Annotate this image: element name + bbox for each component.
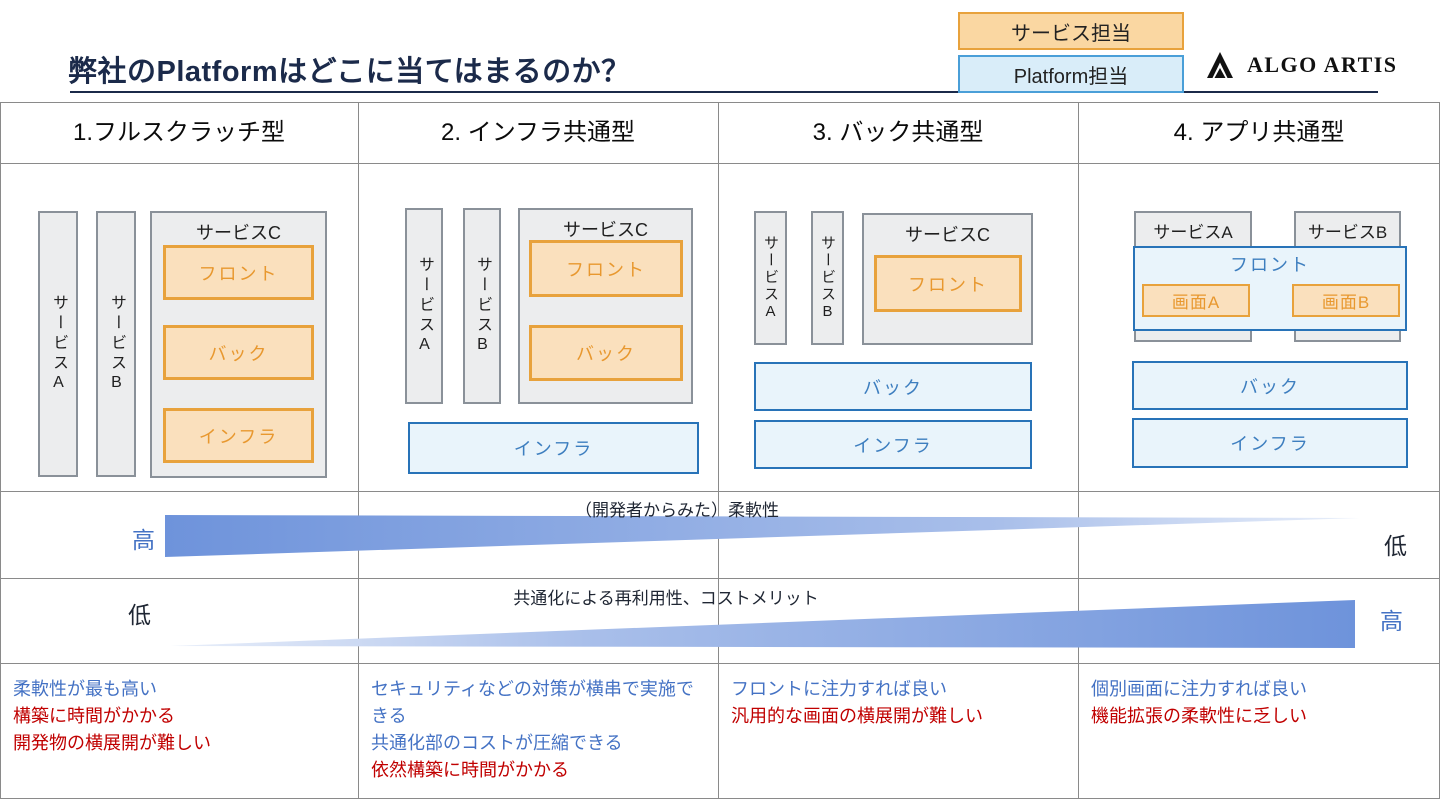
service-b-bar: サービスB: [811, 211, 844, 345]
service-a-label: サービスA: [416, 255, 433, 357]
shared-infra-box: インフラ: [408, 422, 699, 474]
back-box: バック: [163, 325, 314, 380]
service-a-label: サービスA: [762, 234, 779, 322]
service-b-label: サービスB: [474, 255, 491, 357]
note-line: 機能拡張の柔軟性に乏しい: [1091, 706, 1307, 726]
front-box: フロント: [529, 240, 683, 297]
notes-cell-back-shared: フロントに注力すれば良い 汎用的な画面の横展開が難しい: [718, 663, 1078, 798]
shared-back-box: バック: [1132, 361, 1408, 410]
column-header-infra-shared: 2. インフラ共通型: [441, 119, 635, 146]
front-label: フロント: [1230, 255, 1310, 275]
notes-cell-full-scratch: 柔軟性が最も高い 構築に時間がかかる 開発物の横展開が難しい: [0, 663, 358, 798]
note-line: 構築に時間がかかる: [13, 706, 175, 726]
screen-b-box: 画面B: [1292, 284, 1400, 317]
table-col-divider: [718, 102, 719, 799]
notes-cell-infra-shared: セキュリティなどの対策が横串で実施できる 共通化部のコストが圧縮できる 依然構築…: [358, 663, 718, 798]
front-box: フロント: [874, 255, 1022, 312]
service-a-bar: サービスA: [38, 211, 78, 477]
reuse-high-label: 高: [1380, 608, 1403, 634]
reuse-row-label: 共通化による再利用性、コストメリット: [513, 589, 819, 608]
shared-back-box: バック: [754, 362, 1032, 411]
flexibility-low-label: 低: [1384, 533, 1407, 559]
shared-infra-box: インフラ: [1132, 418, 1408, 468]
table-row-divider: [0, 163, 1440, 164]
legend-platform-label: Platform担当: [1013, 65, 1129, 88]
note-line: セキュリティなどの対策が横串で実施できる: [371, 679, 694, 726]
table-row-divider: [0, 491, 1440, 492]
shared-infra-box: インフラ: [754, 420, 1032, 469]
service-a-bar: サービスA: [754, 211, 787, 345]
legend-platform-badge: Platform担当: [958, 55, 1184, 93]
table-row-divider: [0, 578, 1440, 579]
service-a-label: サービスA: [1153, 223, 1233, 242]
note-line: 依然構築に時間がかかる: [371, 760, 569, 780]
column-header-full-scratch: 1.フルスクラッチ型: [72, 119, 285, 146]
service-a-label: サービスA: [50, 293, 67, 395]
reuse-gradient-wedge: [170, 600, 1355, 648]
legend-service-label: サービス担当: [1011, 22, 1131, 45]
table-row-divider: [0, 663, 1440, 664]
note-line: 個別画面に注力すれば良い: [1091, 679, 1307, 699]
service-b-label: サービスB: [108, 293, 125, 395]
service-b-bar: サービスB: [96, 211, 136, 477]
note-line: 開発物の横展開が難しい: [13, 733, 211, 753]
table-border-top: [0, 102, 1440, 103]
service-b-label: サービスB: [819, 234, 836, 322]
service-a-bar: サービスA: [405, 208, 443, 404]
service-b-label: サービスB: [1307, 223, 1388, 242]
note-line: フロントに注力すれば良い: [731, 679, 947, 699]
algo-artis-logo: ALGO ARTIS: [1205, 50, 1398, 80]
note-line: 共通化部のコストが圧縮できる: [371, 733, 623, 753]
table-border-bottom: [0, 798, 1440, 799]
service-b-bar: サービスB: [463, 208, 501, 404]
notes-cell-app-shared: 個別画面に注力すれば良い 機能拡張の柔軟性に乏しい: [1078, 663, 1440, 798]
flexibility-row-label: （開発者からみた）柔軟性: [575, 501, 779, 520]
logo-text: ALGO ARTIS: [1247, 52, 1398, 77]
flexibility-high-label: 高: [132, 527, 155, 553]
reuse-low-label: 低: [128, 602, 151, 628]
service-c-label: サービスC: [905, 225, 990, 245]
legend-service-badge: サービス担当: [958, 12, 1184, 50]
logo-mark-icon: [1207, 52, 1233, 78]
screen-a-box: 画面A: [1142, 284, 1250, 317]
column-header-back-shared: 3. バック共通型: [812, 119, 984, 146]
service-c-label: サービスC: [563, 220, 648, 240]
infra-box: インフラ: [163, 408, 314, 463]
title-underline: [70, 91, 1378, 93]
note-line: 汎用的な画面の横展開が難しい: [731, 706, 983, 726]
column-header-app-shared: 4. アプリ共通型: [1173, 119, 1345, 146]
flexibility-gradient-wedge: [165, 515, 1360, 557]
page-title: 弊社のPlatformはどこに当てはまるのか？: [68, 56, 631, 88]
front-box: フロント: [163, 245, 314, 300]
table-col-divider: [358, 102, 359, 799]
service-c-label: サービスC: [196, 223, 281, 243]
note-line: 柔軟性が最も高い: [13, 679, 157, 699]
back-box: バック: [529, 325, 683, 381]
table-col-divider: [1078, 102, 1079, 799]
table-border-left: [0, 102, 1, 799]
